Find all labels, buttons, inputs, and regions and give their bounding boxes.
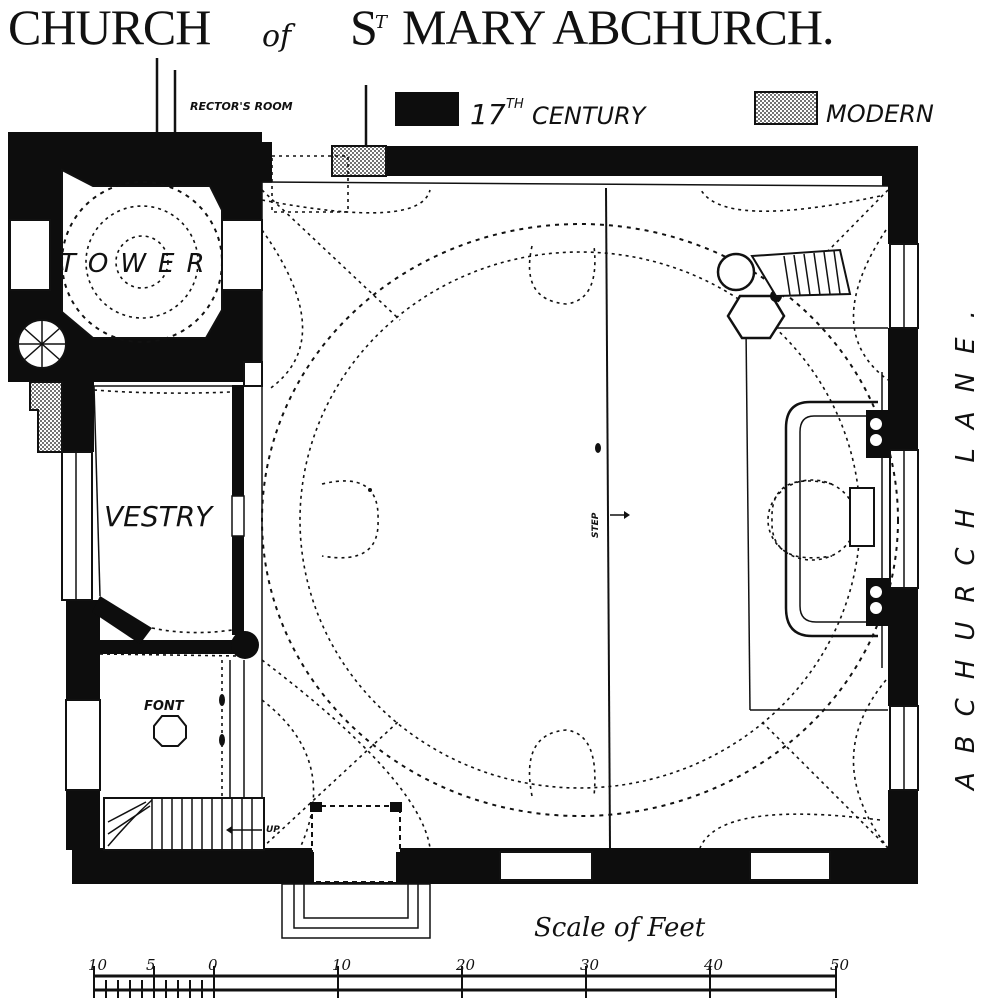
legend-label-17th: 17 bbox=[470, 98, 506, 131]
modern-west-infill bbox=[29, 381, 63, 453]
pulpit-stair bbox=[750, 248, 852, 298]
rectors-room-marker: RECTOR'S ROOM bbox=[155, 58, 368, 146]
title-st: S bbox=[350, 0, 377, 55]
chancel bbox=[745, 327, 890, 711]
scale-tick-label: 30 bbox=[580, 956, 600, 974]
gallery-stair: UP bbox=[103, 660, 280, 851]
scale-tick-label: 10 bbox=[88, 956, 108, 974]
street-label-abchurch-lane: ABCHURCH LANE. bbox=[951, 291, 981, 792]
scale-tick-label: 40 bbox=[703, 956, 724, 974]
plan-title: CHURCH of S T MARY ABCHURCH. bbox=[8, 0, 834, 55]
legend-label-century: CENTURY bbox=[532, 102, 648, 130]
east-wall-upper bbox=[888, 186, 918, 244]
title-st-sup: T bbox=[375, 12, 389, 33]
dome-inner-circle bbox=[299, 251, 861, 789]
scale-tick-marks bbox=[93, 966, 837, 998]
title-of: of bbox=[262, 19, 296, 54]
altar-table bbox=[849, 487, 875, 547]
north-door bbox=[262, 155, 349, 213]
tower-spiral-stair bbox=[18, 320, 66, 368]
windows bbox=[9, 219, 919, 881]
legend-label-modern: MODERN bbox=[826, 100, 934, 128]
up-label: UP bbox=[266, 825, 280, 835]
legend-label-17th-sup: TH bbox=[506, 97, 524, 112]
scale-tick-label: 5 bbox=[146, 956, 156, 974]
font-basin bbox=[153, 715, 187, 747]
modern-additions bbox=[29, 145, 387, 453]
tower-interior: TOWER bbox=[18, 168, 223, 368]
vestry-label: VESTRY bbox=[104, 500, 214, 533]
north-wall bbox=[386, 146, 918, 176]
tower-label: TOWER bbox=[60, 249, 217, 279]
pulpit bbox=[716, 248, 852, 340]
modern-north-infill bbox=[331, 145, 387, 177]
vestry: VESTRY bbox=[93, 361, 263, 634]
entrance-step-outer bbox=[281, 883, 431, 939]
step-label: STEP bbox=[591, 512, 601, 538]
scale-tick-label: 10 bbox=[332, 956, 352, 974]
font-label: FONT bbox=[144, 699, 185, 714]
dome-outer-circle bbox=[261, 223, 899, 817]
scale-tick-label: 50 bbox=[830, 956, 850, 974]
scale-tick-label: 20 bbox=[455, 956, 476, 974]
scale-caption: Scale of Feet bbox=[534, 913, 706, 943]
east-wall-lower bbox=[888, 588, 918, 706]
rectors-room-label: RECTOR'S ROOM bbox=[190, 100, 293, 113]
east-wall-middle bbox=[888, 328, 918, 450]
south-entrance bbox=[281, 802, 431, 939]
altar-rail-inner bbox=[799, 415, 872, 623]
font-area: FONT UP bbox=[99, 653, 280, 851]
title-church: CHURCH bbox=[8, 0, 210, 55]
pulpit-octagon bbox=[726, 294, 786, 340]
scale-tick-label: 0 bbox=[208, 956, 218, 974]
altar-rail-outer bbox=[784, 400, 878, 638]
legend-swatch-modern bbox=[754, 91, 818, 125]
legend-swatch-17th-century bbox=[395, 92, 459, 126]
legend: 17 TH CENTURY MODERN bbox=[395, 91, 934, 131]
title-name: MARY ABCHURCH. bbox=[402, 0, 833, 55]
step-line bbox=[605, 187, 611, 849]
